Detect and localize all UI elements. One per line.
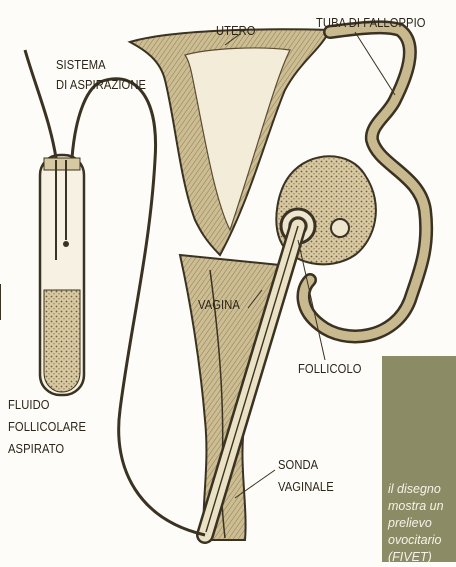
- aspirated-fluid: [44, 290, 80, 392]
- label-sonda-line2: VAGINALE: [278, 478, 334, 496]
- label-fluido-line1: FLUIDO: [8, 396, 50, 414]
- caption-box: il disegno mostra un prelievo ovocitario…: [382, 356, 456, 562]
- label-sistema-line1: SISTEMA: [56, 56, 106, 74]
- label-fluido-line3: ASPIRATO: [8, 440, 64, 458]
- caption-line: prelievo: [388, 515, 452, 532]
- caption-line: ovocitario: [388, 532, 452, 549]
- label-sistema-line2: DI ASPIRAZIONE: [56, 76, 146, 94]
- aspiration-tubing: [25, 50, 56, 158]
- caption-line: (FIVET): [388, 549, 452, 562]
- label-sonda-line1: SONDA: [278, 456, 318, 474]
- label-vagina: VAGINA: [198, 296, 240, 314]
- label-fluido-line2: FOLLICOLARE: [8, 418, 86, 436]
- caption-line: mostra un: [388, 498, 452, 515]
- caption-text: il disegno mostra un prelievo ovocitario…: [388, 481, 452, 562]
- label-utero: UTERO: [216, 22, 256, 40]
- label-tuba-falloppio: TUBA DI FALLOPPIO: [316, 14, 426, 32]
- caption-line: il disegno: [388, 481, 452, 498]
- label-follicolo: FOLLICOLO: [298, 360, 362, 378]
